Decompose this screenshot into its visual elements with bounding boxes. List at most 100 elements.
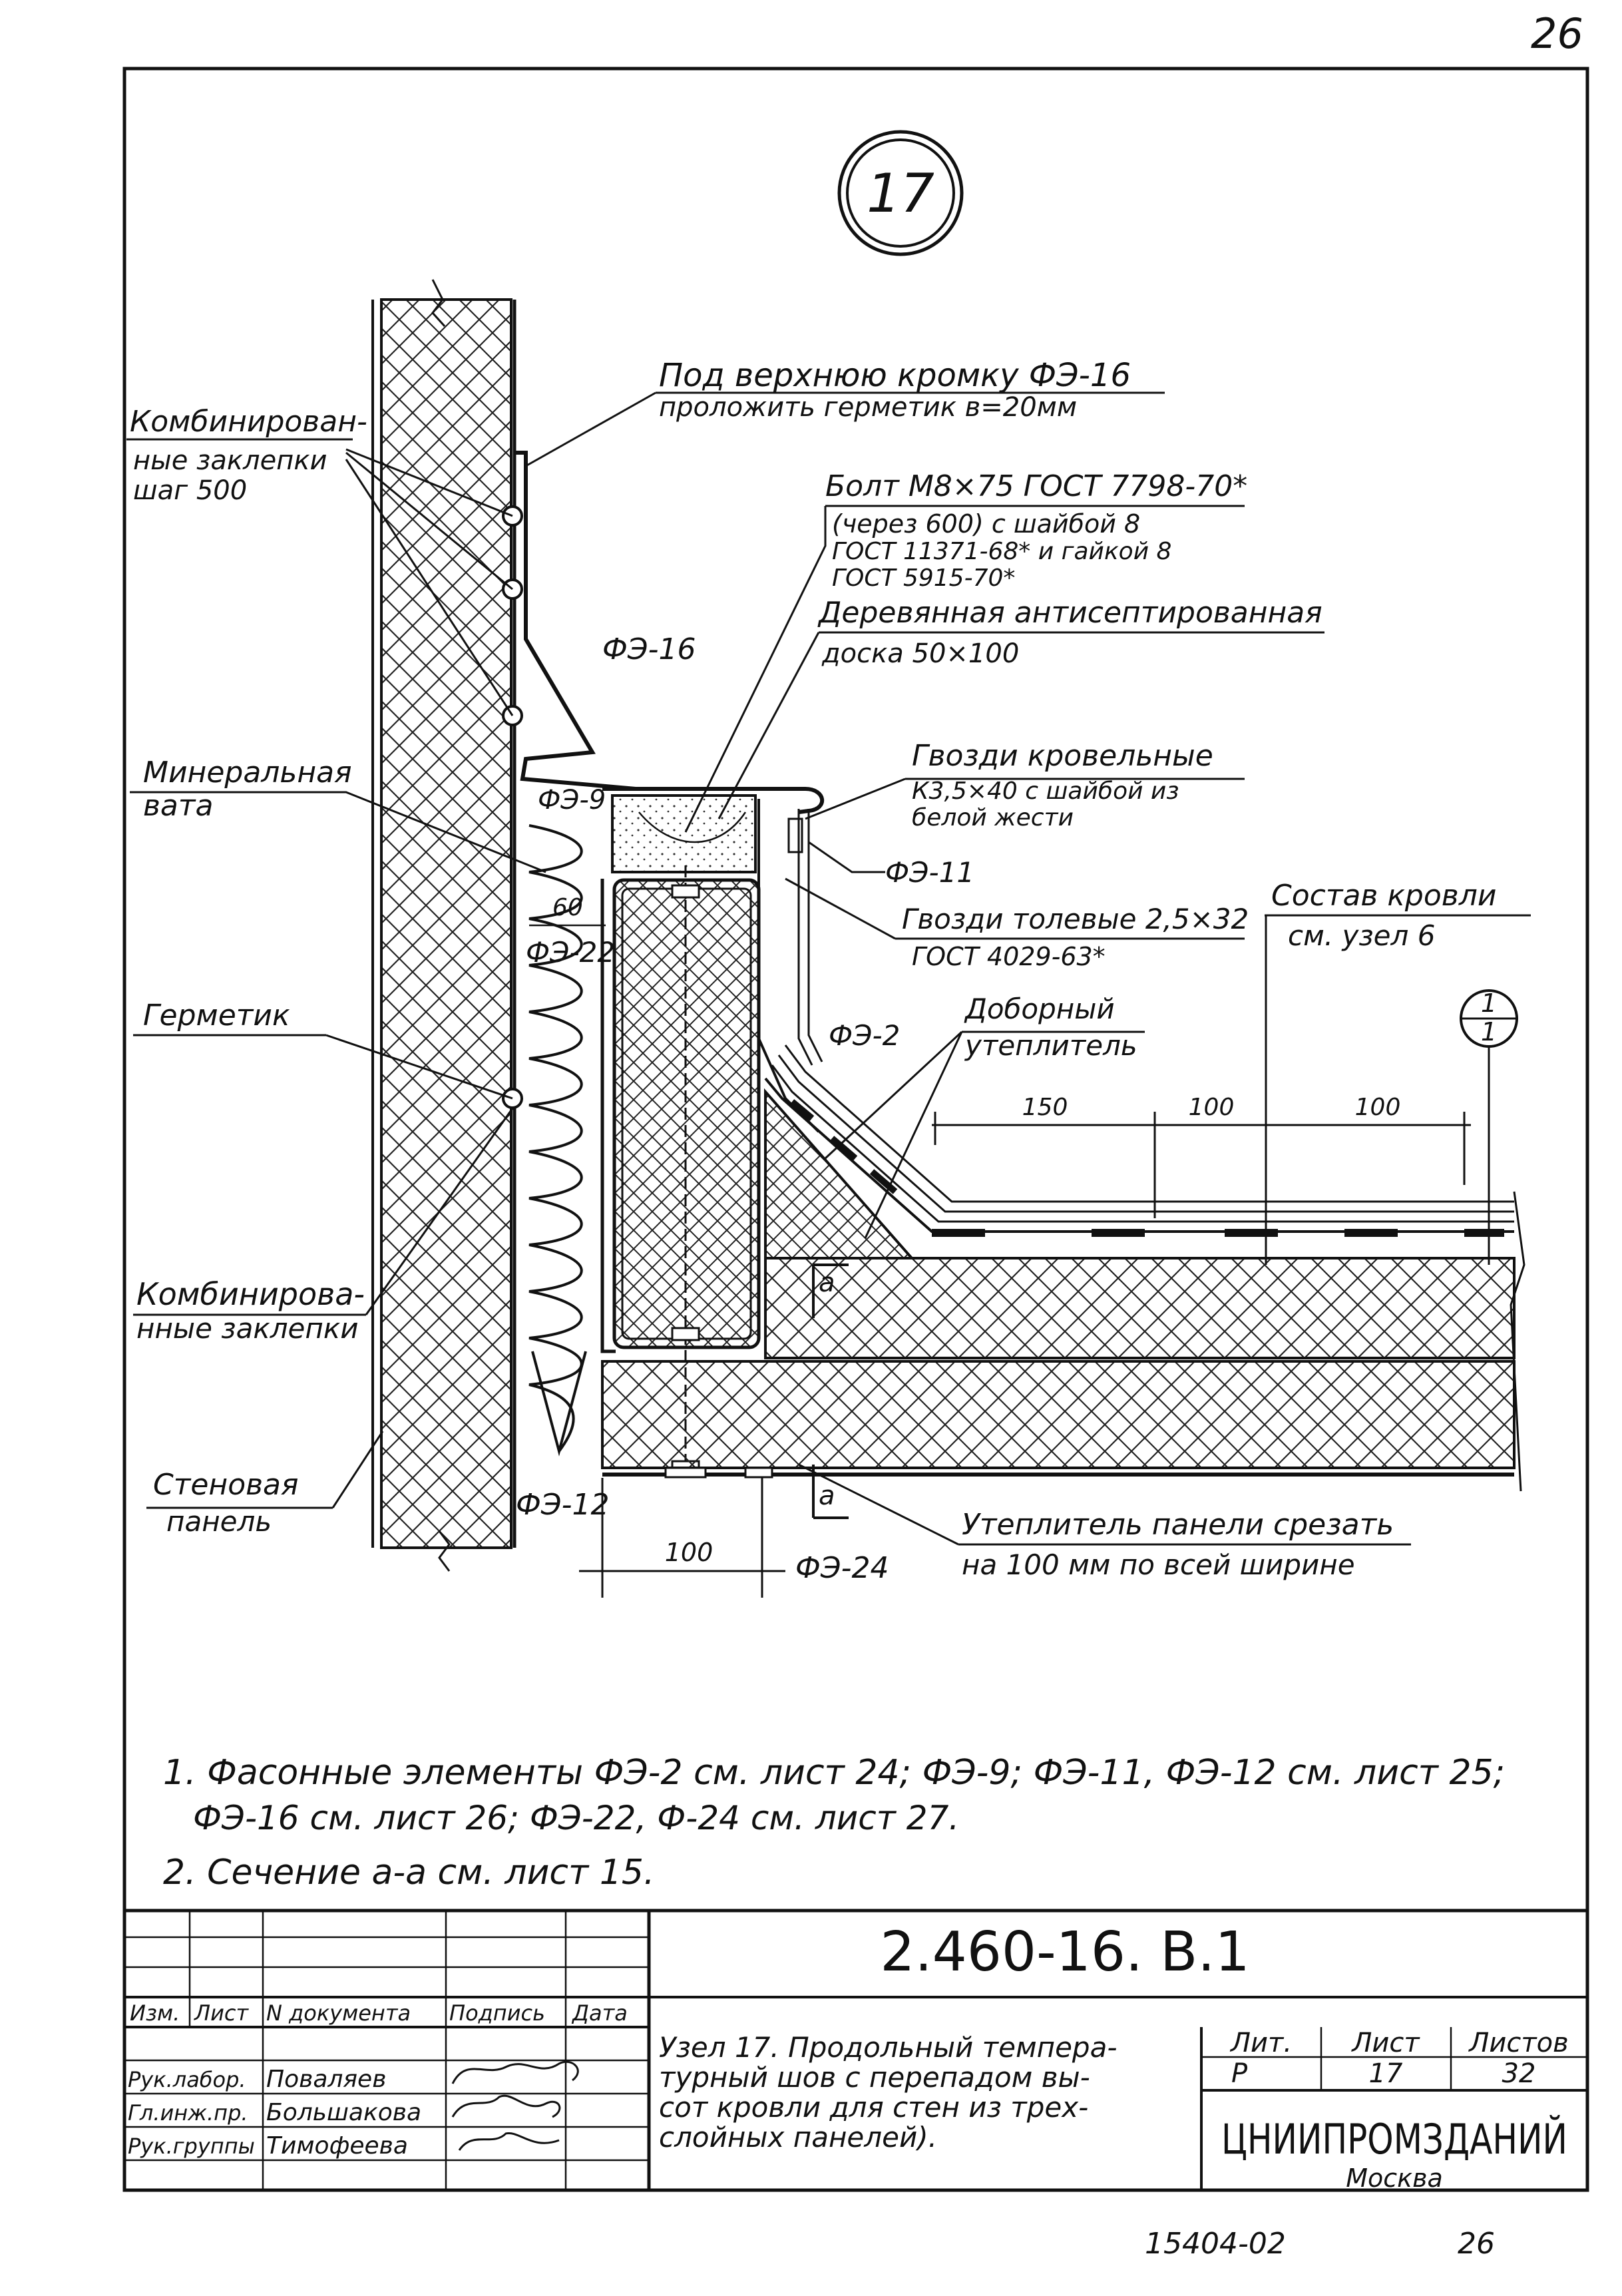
title-4: слойных панелей). xyxy=(659,2121,937,2154)
label-bolt-1: Болт М8×75 ГОСТ 7798-70* xyxy=(825,469,1247,503)
notes: 1. Фасонные элементы ФЭ-2 см. лист 24; Ф… xyxy=(163,1753,1505,1893)
label-rivets-top-2: ные заклепки xyxy=(133,445,327,476)
hdr-sign: Подпись xyxy=(449,2000,545,2026)
label-bolt-3: ГОСТ 11371-68* и гайкой 8 xyxy=(832,538,1171,565)
title-block-text: 2.460-16. В.1 Изм. Лист N документа Подп… xyxy=(128,1921,1569,2193)
section-mark-bottom: 1 xyxy=(1481,1017,1497,1046)
role-1: Рук.лабор. xyxy=(128,2067,246,2092)
label-board-1: Деревянная антисептированная xyxy=(817,596,1322,630)
lit-header: Лит. xyxy=(1229,2028,1292,2058)
title-3: сот кровли для стен из трех- xyxy=(659,2091,1088,2124)
label-fe2: ФЭ-2 xyxy=(829,1019,900,1052)
hdr-list: Лист xyxy=(194,2000,249,2026)
label-fe12: ФЭ-12 xyxy=(516,1488,609,1522)
roof-panel xyxy=(601,1360,1516,1469)
note-1-cont: ФЭ-16 см. лист 26; ФЭ-22, Ф-24 см. лист … xyxy=(193,1799,959,1837)
role-3: Рук.группы xyxy=(128,2134,255,2159)
sheet-frame xyxy=(122,67,1589,2192)
dimension-roof: 150 100 100 xyxy=(932,1094,1471,1265)
wooden-board xyxy=(611,794,757,873)
section-mark-top: 1 xyxy=(1481,989,1497,1018)
label-sealant: Герметик xyxy=(143,999,290,1033)
org-city: Москва xyxy=(1346,2164,1443,2193)
hdr-date: Дата xyxy=(571,2000,628,2026)
label-extra-insul-2: утеплитель xyxy=(964,1029,1137,1062)
title-block xyxy=(124,1909,1587,2190)
label-nails-roof-2: К3,5×40 с шайбой из xyxy=(912,778,1179,805)
label-fe24: ФЭ-24 xyxy=(795,1551,889,1585)
note-1: 1. Фасонные элементы ФЭ-2 см. лист 24; Ф… xyxy=(163,1753,1505,1793)
label-wall-panel-1: Стеновая xyxy=(153,1468,298,1502)
title-1: Узел 17. Продольный темпера- xyxy=(659,2031,1117,2064)
label-roof-comp-2: см. узел 6 xyxy=(1288,919,1435,952)
wall-panel xyxy=(371,279,516,1572)
label-fe16: ФЭ-16 xyxy=(602,632,696,666)
fe22-profile xyxy=(600,879,616,1353)
dimension-bottom: 100 xyxy=(579,1478,785,1598)
hdr-izm: Изм. xyxy=(130,2000,180,2026)
doc-code: 2.460-16. В.1 xyxy=(880,1921,1249,1984)
leader-lines xyxy=(126,391,1531,1546)
roofing-layers xyxy=(764,809,1514,1237)
label-rivets-bottom-2: нные заклепки xyxy=(136,1312,359,1345)
label-rivets-bottom-1: Комбинирова- xyxy=(136,1276,365,1312)
corner-page-number: 26 xyxy=(1531,9,1583,58)
section-aa: а а xyxy=(812,1263,849,1519)
signature-2 xyxy=(451,2094,561,2118)
label-sealant-note-2: проложить герметик в=20мм xyxy=(659,392,1077,423)
section-mark: 1 1 xyxy=(1460,989,1518,1265)
label-wall-panel-2: панель xyxy=(166,1505,272,1538)
label-cut-insul-1: Утеплитель панели срезать xyxy=(962,1508,1394,1542)
label-cut-insul-2: на 100 мм по всей ширине xyxy=(962,1548,1355,1581)
inventory-number: 15404-02 xyxy=(1145,2227,1286,2261)
bottom-page-number: 26 xyxy=(1458,2227,1495,2261)
label-rivets-top-1: Комбинирован- xyxy=(130,405,367,439)
section-a-top: а xyxy=(819,1267,835,1298)
rivets-top xyxy=(502,505,523,1109)
roof-insulation xyxy=(764,1257,1516,1359)
label-nails-tar-1: Гвозди толевые 2,5×32 xyxy=(902,903,1249,935)
dim-150: 150 xyxy=(1022,1094,1068,1121)
label-nails-roof-1: Гвозди кровельные xyxy=(912,739,1213,773)
dim-100c: 100 xyxy=(665,1538,713,1567)
signature-3 xyxy=(458,2132,560,2151)
label-extra-insul-1: Доборный xyxy=(964,993,1115,1025)
sheet-header: Лист xyxy=(1350,2028,1420,2058)
role-2: Гл.инж.пр. xyxy=(128,2100,248,2126)
fe12-tip xyxy=(531,1351,587,1457)
name-2: Большакова xyxy=(266,2099,421,2126)
sheet-value: 17 xyxy=(1369,2058,1403,2089)
label-fe11: ФЭ-11 xyxy=(885,856,974,889)
label-fe9: ФЭ-9 xyxy=(538,785,606,815)
label-bolt-4: ГОСТ 5915-70* xyxy=(832,565,1015,592)
title-2: турный шов с перепадом вы- xyxy=(659,2061,1090,2094)
name-1: Поваляев xyxy=(266,2066,386,2093)
sheets-header: Листов xyxy=(1468,2028,1568,2058)
node-marker: 17 xyxy=(837,130,964,256)
label-nails-roof-3: белой жести xyxy=(912,804,1074,831)
label-board-2: доска 50×100 xyxy=(821,638,1019,669)
org-name: ЦНИИПРОМЗДАНИЙ xyxy=(1221,2115,1567,2164)
mineral-wool xyxy=(528,824,583,1453)
label-mineral-wool-2: вата xyxy=(143,789,214,823)
label-rivets-top-3: шаг 500 xyxy=(133,475,247,506)
hdr-doc: N документа xyxy=(266,2000,411,2026)
drawing-labels: Комбинирован- ные заклепки шаг 500 Под в… xyxy=(130,357,1496,1585)
fe9-cap xyxy=(602,787,824,814)
label-bolt-2: (через 600) с шайбой 8 xyxy=(832,509,1140,539)
dim-100a: 100 xyxy=(1189,1094,1235,1121)
name-3: Тимофеева xyxy=(266,2132,408,2160)
label-dim-60: 60 xyxy=(552,894,583,921)
dim-100b: 100 xyxy=(1355,1094,1401,1121)
signature-1 xyxy=(451,2060,579,2084)
section-a-bottom: а xyxy=(819,1481,835,1511)
label-roof-comp-1: Состав кровли xyxy=(1271,879,1496,913)
note-2: 2. Сечение а-а см. лист 15. xyxy=(163,1853,655,1893)
sheets-value: 32 xyxy=(1502,2058,1536,2089)
label-sealant-note-1: Под верхнюю кромку ФЭ-16 xyxy=(659,357,1131,394)
label-mineral-wool-1: Минеральная xyxy=(143,756,352,790)
label-nails-tar-2: ГОСТ 4029-63* xyxy=(912,942,1106,971)
lit-value: Р xyxy=(1231,2058,1248,2089)
fe16-flashing xyxy=(514,451,636,791)
